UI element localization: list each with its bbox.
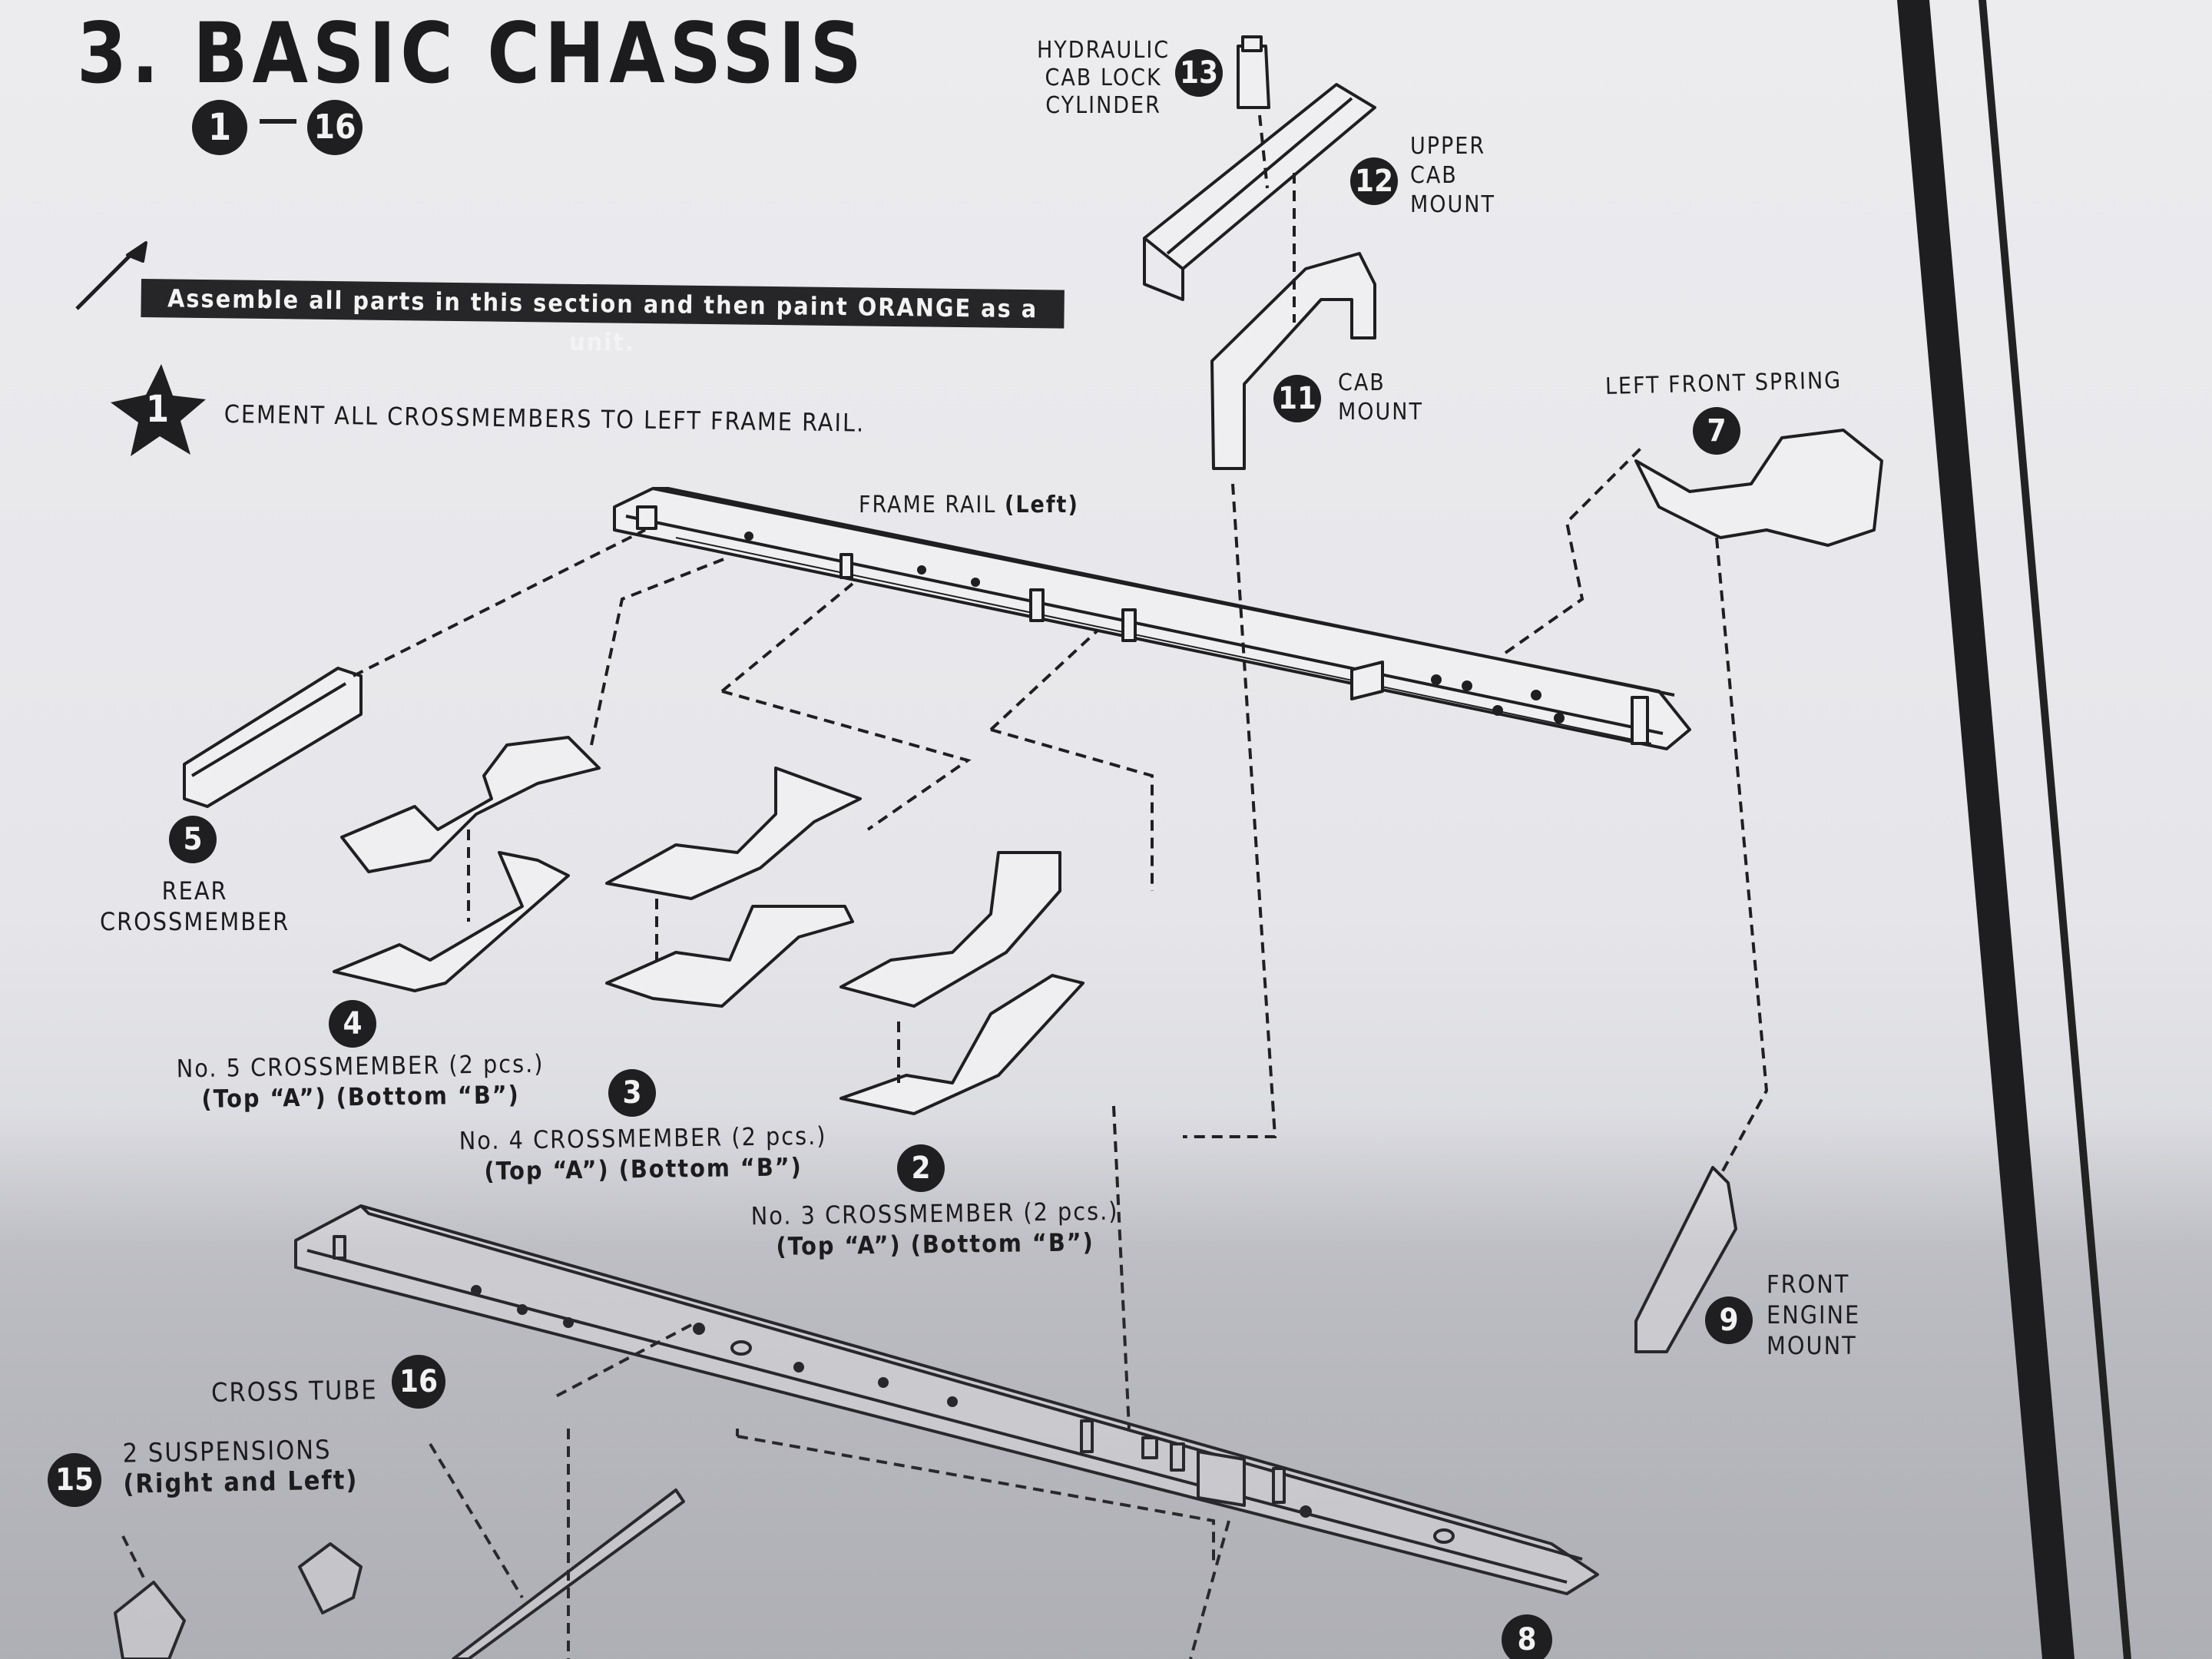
part-4-number: 4 <box>329 1000 376 1048</box>
part-11-label: CAB MOUNT <box>1338 369 1423 427</box>
part-3-line-1: No. 4 CROSSMEMBER (2 pcs.) <box>459 1121 827 1156</box>
frame-rail-label-main: FRAME RAIL <box>859 492 997 518</box>
part-9-line-2: ENGINE <box>1767 1300 1861 1330</box>
part-13-label: HYDRAULIC CAB LOCK CYLINDER <box>1037 37 1170 120</box>
part-2-number: 2 <box>897 1144 945 1192</box>
frame-rail-left-drawing <box>613 487 1691 750</box>
part-16-label: CROSS TUBE <box>210 1375 378 1409</box>
part-13-line-1: HYDRAULIC <box>1037 37 1171 64</box>
part-4-line-2: (Top “A”) (Bottom “B”) <box>201 1080 521 1114</box>
frame-rail-label: FRAME RAIL (Left) <box>859 490 1079 521</box>
part-13-line-3: CYLINDER <box>1045 92 1161 119</box>
part-11-line-1: CAB <box>1338 369 1386 396</box>
part-9-label: FRONT ENGINE MOUNT <box>1767 1269 1860 1361</box>
part-12-number: 12 <box>1350 157 1398 205</box>
part-16-number: 16 <box>392 1355 445 1409</box>
part-11-number: 11 <box>1273 375 1321 422</box>
part-range-start: 1 <box>192 100 247 155</box>
frame-rail-right-drawing <box>294 1204 1599 1595</box>
part-12-line-2: CAB <box>1410 162 1458 189</box>
part-7-label: LEFT FRONT SPRING <box>1604 366 1843 401</box>
part-range-end: 16 <box>307 100 363 155</box>
part-9-number: 9 <box>1705 1296 1753 1344</box>
part-5-number: 5 <box>169 816 217 863</box>
frame-rail-label-qualifier: (Left) <box>1004 492 1079 518</box>
part-5-line-2: CROSSMEMBER <box>100 907 290 936</box>
part-2-line-1: No. 3 CROSSMEMBER (2 pcs.) <box>750 1196 1119 1231</box>
part-15-number: 15 <box>48 1453 101 1507</box>
paint-brush-icon <box>75 241 147 310</box>
part-12-label: UPPER CAB MOUNT <box>1410 132 1495 220</box>
part-13-line-2: CAB LOCK <box>1045 65 1162 91</box>
part-3-line-2: (Top “A”) (Bottom “B”) <box>484 1152 803 1186</box>
step-star-icon <box>111 364 206 456</box>
part-range-dash <box>260 119 296 124</box>
part-12-line-3: MOUNT <box>1410 191 1495 218</box>
part-8-number: 8 <box>1502 1614 1552 1659</box>
part-13-number: 13 <box>1175 49 1223 97</box>
part-12-line-1: UPPER <box>1410 133 1486 160</box>
part-9-line-1: FRONT <box>1767 1270 1850 1299</box>
part-3-number: 3 <box>608 1069 656 1117</box>
part-5-line-1: REAR <box>161 876 228 906</box>
part-15-line-2: (Right and Left) <box>123 1465 359 1500</box>
part-9-line-3: MOUNT <box>1767 1331 1857 1360</box>
part-2-label: No. 3 CROSSMEMBER (2 pcs.) (Top “A”) (Bo… <box>750 1196 1119 1263</box>
section-title: 3. BASIC CHASSIS <box>77 3 866 103</box>
part-15-line-1: 2 SUSPENSIONS <box>122 1434 332 1469</box>
step-number: 1 <box>146 388 171 431</box>
part-2-line-2: (Top “A”) (Bottom “B”) <box>776 1227 1095 1261</box>
part-3-label: No. 4 CROSSMEMBER (2 pcs.) (Top “A”) (Bo… <box>459 1121 827 1187</box>
part-5-label: REAR CROSSMEMBER <box>100 876 290 937</box>
part-11-line-2: MOUNT <box>1338 399 1423 426</box>
part-4-line-1: No. 5 CROSSMEMBER (2 pcs.) <box>176 1048 545 1084</box>
part-4-label: No. 5 CROSSMEMBER (2 pcs.) (Top “A”) (Bo… <box>176 1048 545 1115</box>
part-7-number: 7 <box>1693 407 1740 455</box>
part-15-label: 2 SUSPENSIONS (Right and Left) <box>122 1434 359 1500</box>
